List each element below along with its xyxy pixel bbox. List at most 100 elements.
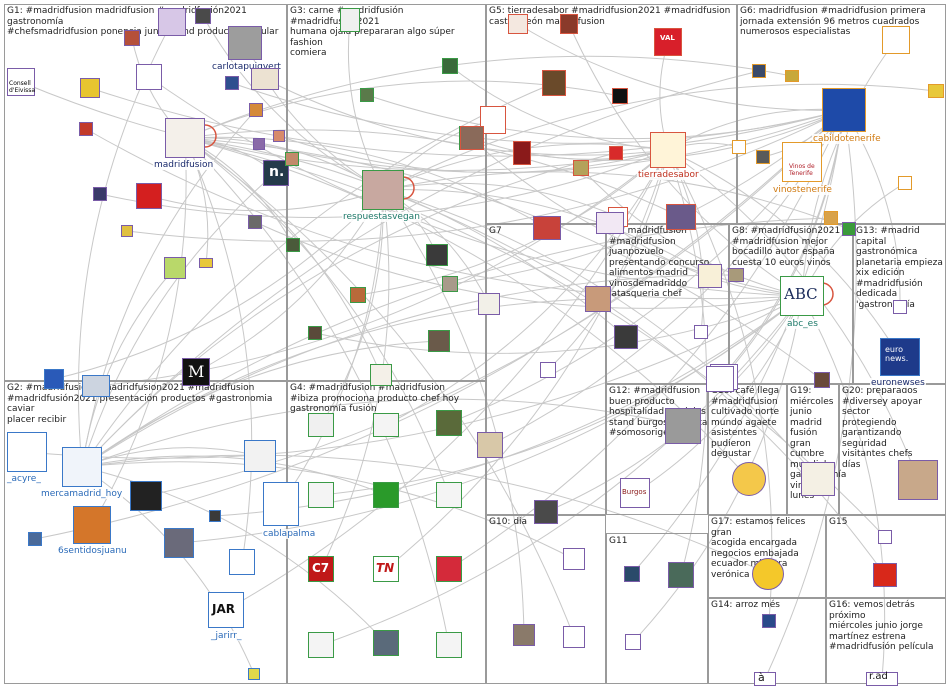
node-acyre[interactable] xyxy=(7,432,47,472)
node-g3-f[interactable] xyxy=(286,238,300,252)
node-g1-circle-red[interactable] xyxy=(136,183,162,209)
node-g1-n[interactable] xyxy=(263,160,289,186)
node-euronewses[interactable] xyxy=(880,338,920,376)
node-g1-j[interactable] xyxy=(93,187,107,201)
node-g4-d[interactable] xyxy=(308,482,334,508)
node-g3-c[interactable] xyxy=(360,88,374,102)
node-g16-a[interactable] xyxy=(866,672,898,686)
node-g1-k[interactable] xyxy=(121,225,133,237)
node-mercamadrid[interactable] xyxy=(62,447,102,487)
node-g3-k[interactable] xyxy=(428,330,450,352)
node-g1-m[interactable] xyxy=(164,257,186,279)
node-g6-f[interactable] xyxy=(756,150,770,164)
node-madridfusion[interactable] xyxy=(165,118,205,158)
node-g1-e[interactable] xyxy=(195,8,211,24)
node-g1-l[interactable] xyxy=(248,215,262,229)
node-g3-g[interactable] xyxy=(426,244,448,266)
node-cablapalma[interactable] xyxy=(263,482,299,526)
node-g4-g[interactable] xyxy=(436,556,462,582)
node-g2-b[interactable] xyxy=(164,528,194,558)
node-g1-a[interactable] xyxy=(80,78,100,98)
node-g1-h[interactable] xyxy=(79,122,93,136)
node-g3-i[interactable] xyxy=(442,276,458,292)
node-g5-b[interactable] xyxy=(560,14,578,34)
node-g1-d[interactable] xyxy=(124,30,140,46)
node-g5-h[interactable] xyxy=(573,160,589,176)
node-g6-c[interactable] xyxy=(785,70,799,82)
node-g2-h[interactable] xyxy=(209,510,221,522)
node-g14-b[interactable] xyxy=(754,672,776,686)
node-g2-a[interactable] xyxy=(130,481,162,511)
node-g2-c[interactable] xyxy=(244,440,276,472)
node-vinostenerife[interactable] xyxy=(782,142,822,182)
node-g12-a[interactable] xyxy=(665,408,701,444)
node-g9-c[interactable] xyxy=(614,325,638,349)
node-g1-q[interactable] xyxy=(253,138,265,150)
node-g5-f[interactable] xyxy=(460,126,484,150)
node-cabildotenerife[interactable] xyxy=(822,88,866,132)
node-g4-c7[interactable] xyxy=(308,556,334,582)
node-g2-g[interactable] xyxy=(28,532,42,546)
node-consell-eivissa[interactable] xyxy=(7,68,35,96)
node-g3-e[interactable] xyxy=(285,152,299,166)
node-g1-i[interactable] xyxy=(249,103,263,117)
node-g14-a[interactable] xyxy=(762,614,776,628)
node-g7-d[interactable] xyxy=(477,432,503,458)
node-g4-f[interactable] xyxy=(436,482,462,508)
node-g7-a[interactable] xyxy=(533,216,561,240)
node-g4-b[interactable] xyxy=(373,413,399,437)
node-g5-c[interactable] xyxy=(542,70,566,96)
node-g17-a[interactable] xyxy=(752,558,784,590)
node-g8-b[interactable] xyxy=(814,372,830,388)
node-g5-a[interactable] xyxy=(508,14,528,34)
node-g6-b[interactable] xyxy=(752,64,766,78)
node-g4-a[interactable] xyxy=(308,413,334,437)
node-g6-a[interactable] xyxy=(882,26,910,54)
node-g2-f[interactable] xyxy=(82,375,110,397)
node-g5-e[interactable] xyxy=(480,106,506,134)
node-g1-g[interactable] xyxy=(225,76,239,90)
node-tierradesabor[interactable] xyxy=(650,132,686,168)
node-respuestasvegan[interactable] xyxy=(362,170,404,210)
node-g2-e[interactable] xyxy=(44,369,64,389)
node-g11-a[interactable] xyxy=(668,562,694,588)
node-g8-a[interactable] xyxy=(728,268,744,282)
node-g6-d[interactable] xyxy=(928,84,944,98)
node-g10-d[interactable] xyxy=(513,624,535,646)
node-g3-j[interactable] xyxy=(308,326,322,340)
node-g20-a[interactable] xyxy=(898,460,938,500)
node-g4-e[interactable] xyxy=(373,482,399,508)
node-g5-j[interactable] xyxy=(666,204,696,230)
node-g13-a[interactable] xyxy=(893,300,907,314)
node-g18-a[interactable] xyxy=(732,462,766,496)
node-g9-b[interactable] xyxy=(585,286,611,312)
node-g5-d[interactable] xyxy=(612,88,628,104)
node-g11-c[interactable] xyxy=(625,634,641,650)
node-g18-b[interactable] xyxy=(706,366,734,392)
node-g1-p[interactable] xyxy=(273,130,285,142)
node-g6-h[interactable] xyxy=(824,211,838,225)
node-g19-a[interactable] xyxy=(801,462,835,496)
node-g2-i[interactable] xyxy=(248,668,260,680)
node-g9-a[interactable] xyxy=(596,212,624,234)
node-g1-c[interactable] xyxy=(158,8,186,36)
node-g5-i[interactable] xyxy=(609,146,623,160)
node-g4-j[interactable] xyxy=(436,632,462,658)
node-g4-tn[interactable] xyxy=(373,556,399,582)
node-g1-f[interactable] xyxy=(251,68,279,90)
node-g3-l[interactable] xyxy=(370,364,392,386)
node-g6-g[interactable] xyxy=(898,176,912,190)
node-6sentidos[interactable] xyxy=(73,506,111,544)
node-g4-i[interactable] xyxy=(373,630,399,656)
node-g9-e[interactable] xyxy=(694,325,708,339)
node-g9-d[interactable] xyxy=(698,264,722,288)
node-g4-h[interactable] xyxy=(308,632,334,658)
node-g1-o[interactable] xyxy=(199,258,213,268)
node-g1-b[interactable] xyxy=(136,64,162,90)
node-g8-c[interactable] xyxy=(842,222,856,236)
node-g3-h[interactable] xyxy=(350,287,366,303)
node-g10-c[interactable] xyxy=(563,626,585,648)
node-g7-c[interactable] xyxy=(540,362,556,378)
node-g2-d[interactable] xyxy=(229,549,255,575)
node-g11-b[interactable] xyxy=(624,566,640,582)
